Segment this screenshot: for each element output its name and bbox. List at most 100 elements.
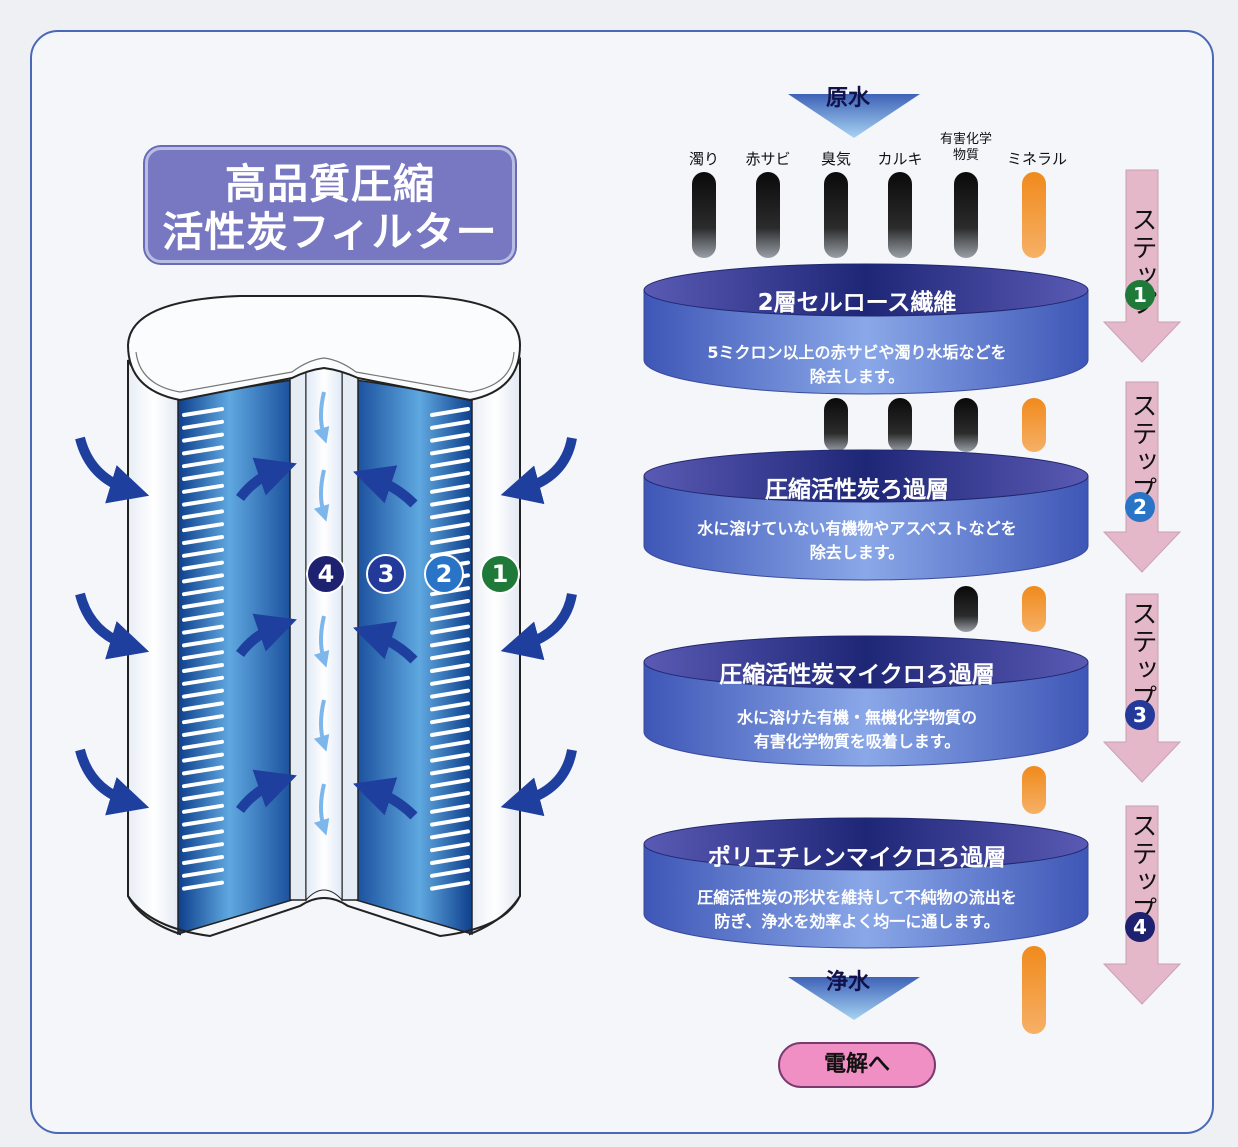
slat-left — [182, 522, 224, 533]
layer-disk-side-1 — [643, 289, 1089, 395]
layer-2-desc-line-1: 水に溶けていない有機物やアスベストなどを — [697, 519, 1017, 538]
layer-4-name: ポリエチレンマイクロろ過層 — [707, 845, 1007, 871]
inner-arrow-left — [236, 613, 297, 658]
slat-left — [182, 791, 224, 801]
layer-4-desc-line-1: 圧縮活性炭の形状を維持して不純物の流出を — [697, 888, 1017, 907]
slat-right — [430, 663, 470, 673]
layer-disk-top-4 — [643, 817, 1089, 871]
slat-right — [430, 752, 470, 763]
slats-left — [182, 407, 224, 891]
contaminant-pipe — [756, 172, 780, 258]
inflow-arrows — [75, 436, 577, 820]
core-down-arrow — [313, 469, 330, 522]
slat-right — [430, 880, 470, 891]
layer-number-3: 3 — [366, 554, 406, 594]
slat-left — [182, 727, 224, 737]
slat-right — [430, 458, 470, 469]
inflow-arrow-right — [500, 436, 577, 505]
inflow-arrow-left — [75, 748, 150, 816]
core-down-arrow — [313, 699, 330, 752]
slat-right — [430, 791, 470, 801]
layer-number-4: 4 — [306, 554, 346, 594]
contaminant-pipe — [954, 172, 978, 258]
step-arrow-2 — [1102, 381, 1182, 573]
slat-right — [430, 867, 470, 878]
mineral-pipe — [1022, 172, 1046, 258]
title-box: 高品質圧縮 活性炭フィルター — [145, 147, 515, 263]
step-4-badge: 4 — [1125, 912, 1155, 942]
layer-4-desc: 圧縮活性炭の形状を維持して不純物の流出を 防ぎ、浄水を効率よく均一に通します。 — [627, 886, 1087, 934]
slat-left — [182, 829, 224, 840]
slat-right — [430, 637, 470, 648]
layer-2-desc: 水に溶けていない有機物やアスベストなどを 除去します。 — [627, 517, 1087, 565]
slat-left — [182, 778, 224, 789]
contaminant-label-5-line-2: 物質 — [952, 148, 979, 163]
slat-right — [430, 739, 470, 750]
layer-3-desc: 水に溶けた有機・無機化学物質の 有害化学物質を吸着します。 — [627, 706, 1087, 754]
inner-arrow-right — [353, 777, 418, 820]
slat-left — [182, 855, 224, 865]
slat-left — [182, 752, 224, 763]
slat-left — [182, 560, 224, 571]
layer-1-name: 2層セルロース繊維 — [757, 290, 957, 316]
layer-2-desc-line-2: 除去します。 — [809, 543, 905, 562]
step-1-badge: 1 — [1125, 280, 1155, 310]
slat-right — [430, 419, 470, 430]
layer-2-name: 圧縮活性炭ろ過層 — [765, 477, 949, 503]
slat-left — [182, 816, 224, 827]
slat-right — [430, 509, 470, 520]
slat-left — [182, 637, 224, 648]
slat-right — [430, 855, 470, 865]
layer-disk-side-3 — [643, 661, 1089, 767]
layer-disk-top-3 — [643, 635, 1089, 689]
layer-1-desc-line-1: 5ミクロン以上の赤サビや濁り水垢などを — [707, 343, 1007, 362]
core-down-arrows — [313, 391, 330, 836]
slat-left — [182, 586, 224, 597]
filter-layer-disks — [643, 263, 1089, 949]
slat-left — [182, 675, 224, 686]
input-triangle — [788, 94, 920, 138]
slat-left — [182, 624, 224, 635]
slat-left — [182, 663, 224, 673]
contaminant-label-5: 有害化学 物質 — [928, 132, 1004, 164]
layer-disk-top-2 — [643, 449, 1089, 503]
step-arrow-1 — [1102, 169, 1182, 363]
slat-left — [182, 765, 224, 776]
core-down-arrow — [313, 615, 330, 668]
slat-left — [182, 535, 224, 545]
contaminant-label-6: ミネラル — [1006, 150, 1067, 168]
slat-right — [430, 599, 470, 609]
slat-right — [430, 829, 470, 840]
mineral-pipe — [1022, 586, 1046, 632]
step-3-badge: 3 — [1125, 700, 1155, 730]
slat-left — [182, 458, 224, 469]
slat-left — [182, 739, 224, 750]
contaminant-label-3: 臭気 — [820, 150, 851, 168]
slat-right — [430, 778, 470, 789]
layer-3-desc-line-2: 有害化学物質を吸着します。 — [753, 732, 961, 751]
step-arrows — [1102, 169, 1182, 1005]
slat-right — [430, 842, 470, 853]
contaminant-pipe — [888, 398, 912, 452]
slat-left — [182, 599, 224, 609]
slat-right — [430, 650, 470, 661]
layer-3-desc-line-1: 水に溶けた有機・無機化学物質の — [736, 708, 977, 727]
slat-right — [430, 816, 470, 827]
slat-right — [430, 765, 470, 776]
title-line-1: 高品質圧縮 — [225, 160, 435, 208]
slat-right — [430, 445, 470, 456]
slat-left — [182, 509, 224, 520]
layer-1-desc-line-2: 除去します。 — [809, 367, 905, 386]
destination-pill: 電解へ — [778, 1042, 936, 1088]
slat-right — [430, 496, 470, 507]
slat-right — [430, 471, 470, 481]
slat-right — [430, 522, 470, 533]
slat-right — [430, 688, 470, 699]
input-label: 原水 — [826, 86, 871, 111]
output-label: 浄水 — [826, 970, 871, 995]
inflow-arrow-right — [500, 592, 577, 661]
slat-right — [430, 701, 470, 712]
slat-right — [430, 675, 470, 686]
slat-left — [182, 547, 224, 558]
